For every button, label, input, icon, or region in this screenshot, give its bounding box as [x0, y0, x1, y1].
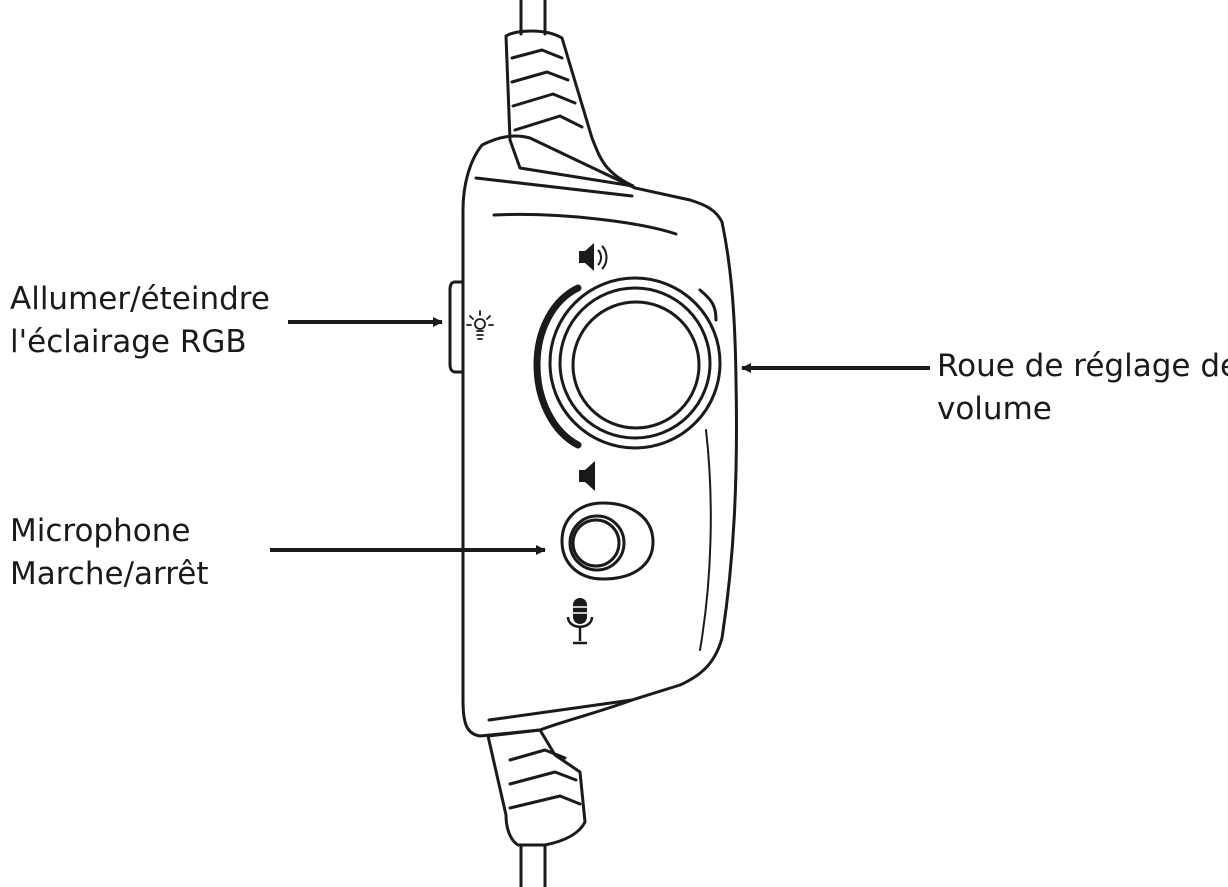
rgb-toggle-label-line2: l'éclairage RGB: [10, 324, 247, 360]
rgb-toggle-callout: Allumer/éteindre l'éclairage RGB: [10, 278, 270, 364]
mic-toggle-button[interactable]: [560, 501, 655, 581]
bottom-cable: [519, 843, 547, 887]
rgb-side-button[interactable]: [448, 280, 465, 374]
volume-wheel-callout: Roue de réglage de volume: [937, 345, 1228, 431]
remote-body: [461, 134, 738, 738]
volume-wheel-label-line2: volume: [937, 391, 1052, 427]
top-strain-relief: [504, 29, 635, 188]
volume-wheel-label-line1: Roue de réglage de: [937, 348, 1228, 384]
mic-toggle-label-line1: Microphone: [10, 513, 191, 549]
bottom-strain-relief: [486, 728, 587, 847]
speaker-loud-icon: [579, 243, 608, 271]
mic-toggle-label-line2: Marche/arrêt: [10, 556, 209, 592]
rgb-toggle-label-line1: Allumer/éteindre: [10, 281, 270, 317]
speaker-quiet-icon: [579, 461, 595, 491]
top-cable: [519, 0, 547, 36]
light-bulb-icon: [466, 310, 494, 340]
microphone-icon: [566, 598, 594, 645]
mic-toggle-callout: Microphone Marche/arrêt: [10, 510, 209, 596]
volume-wheel[interactable]: [533, 276, 722, 450]
